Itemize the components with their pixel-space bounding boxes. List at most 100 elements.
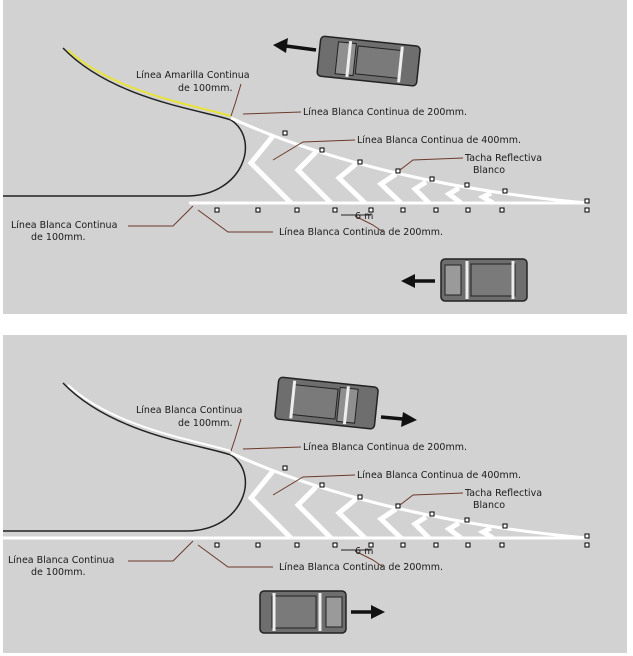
- reflective-marker: [255, 207, 261, 213]
- chevron: [411, 514, 431, 540]
- car-windshield: [325, 596, 343, 628]
- leader-line: [128, 540, 194, 562]
- label-yellow-line-2: de 100mm.: [178, 83, 233, 94]
- car-roof: [354, 45, 403, 79]
- reflective-marker: [319, 147, 325, 153]
- label-spacing: 6 m: [355, 546, 373, 557]
- leader-line: [242, 446, 302, 450]
- chevron: [294, 150, 333, 205]
- chevron: [247, 134, 293, 205]
- label-reflective-1: Tacha Reflectiva: [464, 153, 542, 164]
- leader-line: [197, 544, 273, 568]
- diagram-bottom-svg: Línea Blanca Continua de 100mm. Línea Bl…: [3, 376, 590, 634]
- chevron: [477, 190, 495, 206]
- label-white-100-1: Línea Blanca Continua: [8, 555, 114, 566]
- car: [440, 258, 528, 302]
- chevron: [444, 185, 463, 205]
- reflective-marker: [395, 503, 401, 509]
- reflective-marker: [400, 542, 406, 548]
- reflective-marker: [584, 533, 590, 539]
- label-white-100-2: de 100mm.: [31, 232, 86, 243]
- reflective-marker: [502, 188, 508, 194]
- car-windshield: [334, 41, 357, 77]
- curb-line: [3, 47, 247, 197]
- car: [259, 590, 347, 634]
- reflective-marker: [357, 159, 363, 165]
- chevron: [377, 506, 403, 540]
- direction-arrow-icon: [273, 38, 317, 53]
- label-white-200-bottom: Línea Blanca Continua de 200mm.: [279, 227, 443, 238]
- car: [274, 376, 379, 430]
- reflective-marker: [400, 207, 406, 213]
- label-edge-line-2: de 100mm.: [178, 418, 233, 429]
- reflective-marker: [332, 542, 338, 548]
- reflective-marker: [255, 542, 261, 548]
- diagram-top: Línea Amarilla Continua de 100mm. Línea …: [3, 0, 627, 314]
- reflective-marker: [464, 517, 470, 523]
- leader-line: [230, 418, 242, 452]
- chevron: [477, 525, 495, 541]
- curb-line: [3, 382, 247, 532]
- leader-line: [230, 83, 242, 117]
- reflective-marker: [465, 542, 471, 548]
- leader-line: [272, 139, 356, 161]
- label-white-100-1: Línea Blanca Continua: [11, 220, 117, 231]
- label-edge-line-1: Línea Blanca Continua: [136, 405, 242, 416]
- label-yellow-line-1: Línea Amarilla Continua: [136, 70, 250, 81]
- car-roof: [470, 263, 516, 297]
- white-edge-line: [67, 384, 232, 452]
- leader-lines: [128, 83, 464, 233]
- label-white-400: Línea Blanca Continua de 400mm.: [357, 135, 521, 146]
- reflective-marker: [294, 207, 300, 213]
- reflective-marker: [395, 168, 401, 174]
- chevron-group: [247, 469, 495, 541]
- reflective-marker: [282, 465, 288, 471]
- reflective-marker: [584, 198, 590, 204]
- label-reflective-2: Blanco: [473, 165, 505, 176]
- label-white-200-top: Línea Blanca Continua de 200mm.: [303, 442, 467, 453]
- leader-line: [242, 111, 302, 115]
- reflective-marker: [282, 130, 288, 136]
- reflective-marker: [464, 182, 470, 188]
- reflective-marker: [357, 494, 363, 500]
- label-white-100-2: de 100mm.: [31, 567, 86, 578]
- leader-line: [354, 215, 384, 233]
- chevron: [294, 485, 333, 540]
- label-spacing: 6 m: [355, 211, 373, 222]
- taper-white-line: [230, 116, 588, 205]
- label-white-200-bottom: Línea Blanca Continua de 200mm.: [279, 562, 443, 573]
- reflective-marker: [433, 207, 439, 213]
- reflective-marker: [499, 542, 505, 548]
- car-roof: [290, 384, 339, 420]
- leader-lines: [128, 418, 464, 568]
- reflective-markers: [214, 465, 590, 548]
- chevron: [247, 469, 293, 540]
- car: [316, 35, 421, 87]
- label-white-400: Línea Blanca Continua de 400mm.: [357, 470, 521, 481]
- leader-line: [399, 157, 464, 171]
- reflective-marker: [584, 207, 590, 213]
- chevron: [444, 520, 463, 540]
- reflective-marker: [429, 176, 435, 182]
- label-reflective-1: Tacha Reflectiva: [464, 488, 542, 499]
- reflective-markers: [214, 130, 590, 213]
- leader-line: [399, 492, 464, 506]
- leader-line: [272, 474, 356, 496]
- reflective-marker: [429, 511, 435, 517]
- diagram-top-svg: Línea Amarilla Continua de 100mm. Línea …: [3, 35, 590, 302]
- direction-arrow-icon: [351, 605, 385, 619]
- reflective-marker: [319, 482, 325, 488]
- reflective-marker: [294, 542, 300, 548]
- reflective-marker: [433, 542, 439, 548]
- reflective-marker: [502, 523, 508, 529]
- reflective-marker: [465, 207, 471, 213]
- reflective-marker: [332, 207, 338, 213]
- label-reflective-2: Blanco: [473, 500, 505, 511]
- label-white-200-top: Línea Blanca Continua de 200mm.: [303, 107, 467, 118]
- reflective-marker: [214, 207, 220, 213]
- reflective-marker: [214, 542, 220, 548]
- chevron: [335, 162, 367, 205]
- reflective-marker: [368, 207, 374, 213]
- leader-line: [197, 209, 273, 233]
- car-windshield: [444, 264, 462, 296]
